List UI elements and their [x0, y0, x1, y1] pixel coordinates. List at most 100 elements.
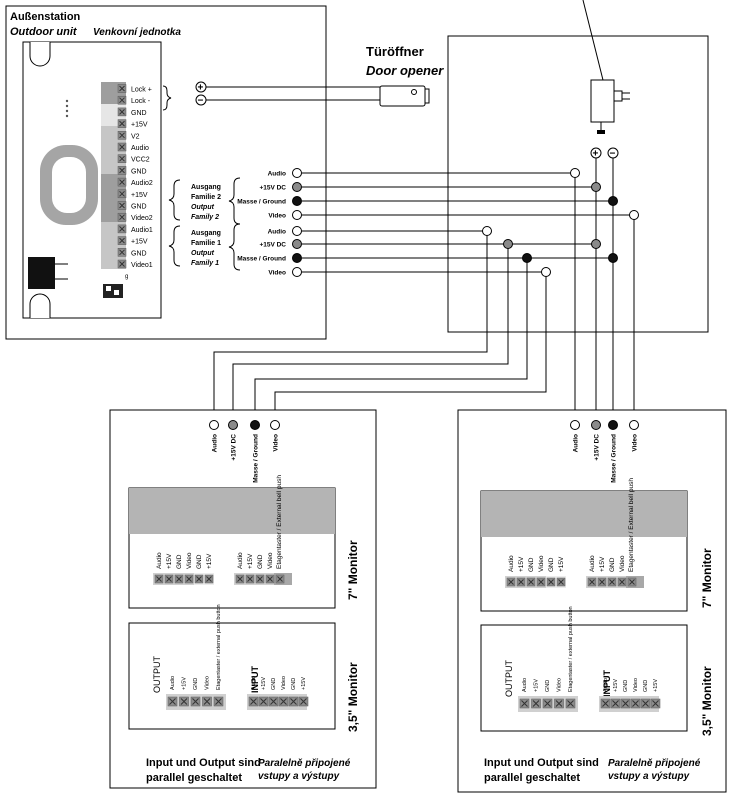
right-note-de-2: parallel geschaltet — [484, 772, 580, 784]
right-m35-screw — [630, 698, 641, 709]
svg-text:+: + — [198, 83, 204, 94]
svg-text:Output: Output — [191, 250, 215, 257]
svg-text:Output: Output — [191, 204, 215, 211]
left-m7-screw — [164, 574, 174, 584]
svg-text:Familie 2: Familie 2 — [191, 194, 221, 201]
right-m7-screw — [546, 577, 556, 587]
right-m7-terminal-label: +15V — [558, 556, 565, 572]
right-wire-label: +15V DC — [594, 434, 601, 461]
right-m35-in-label: GND — [643, 680, 649, 692]
right-m35-screw — [531, 698, 541, 709]
left-m35-out-label: +15V — [182, 677, 188, 690]
left-m7-screw — [255, 574, 265, 584]
outdoor-screw-terminal — [117, 224, 127, 234]
power-supply-box — [447, 35, 709, 333]
output-signal-label: Masse / Ground — [237, 256, 286, 263]
left-note-cz-1: Paralelně připojené — [258, 758, 351, 769]
right-m35-in-label: +15V — [613, 679, 619, 692]
outdoor-title-de: Außenstation — [10, 11, 81, 23]
door-opener-label-de: Türöffner — [366, 44, 424, 59]
outdoor-terminal-label: V2 — [131, 133, 140, 140]
left-m7-terminal-label: Etagentaster / External bell push — [276, 475, 283, 569]
right-monitor35-panel — [480, 624, 688, 732]
junction-terminal — [629, 210, 639, 220]
outdoor-screw-terminal — [117, 95, 127, 105]
junction-terminal — [591, 182, 601, 192]
outdoor-screw-terminal — [117, 84, 127, 93]
right-m7-terminal-label: Audio — [589, 555, 596, 572]
left-m35-out-label: Audio — [170, 676, 176, 690]
right-m35-screw — [620, 698, 631, 709]
right-m35-screw — [650, 698, 661, 709]
outdoor-title-en: Outdoor unit — [10, 26, 78, 38]
output-terminal — [292, 239, 302, 249]
outdoor-terminal-label: +15V — [131, 192, 148, 199]
left-m7-screw — [154, 574, 164, 584]
right-m35-screw — [600, 698, 611, 709]
left-note-de-1: Input und Output sind — [146, 757, 261, 769]
outdoor-terminal-label: Audio — [131, 145, 149, 152]
right-m35-out-label: Audio — [522, 678, 528, 692]
right-m35-in-label: Audio — [603, 678, 609, 692]
output-terminal — [292, 226, 302, 236]
left-m7-terminal-label: +15V — [247, 553, 254, 569]
right-m7-screw — [556, 577, 566, 587]
right-wire-terminal — [591, 420, 601, 430]
right-output-label: OUTPUT — [504, 660, 514, 698]
outdoor-terminal-label: Audio1 — [131, 227, 153, 234]
right-m7-screw — [536, 577, 546, 587]
right-m7-terminal-label: GND — [528, 557, 535, 572]
left-m35-screw — [268, 696, 279, 707]
left-wire-terminal — [250, 420, 260, 430]
output-signal-label: Video — [268, 270, 286, 277]
right-m7-screw — [506, 577, 516, 587]
right-m7-terminal-label: +15V — [599, 556, 606, 572]
outdoor-terminal-label: VCC2 — [131, 157, 150, 164]
left-m7-terminal-label: GND — [257, 554, 264, 569]
right-m35-screw — [554, 698, 564, 709]
output-signal-label: Audio — [268, 171, 286, 178]
left-wire-label: Audio — [212, 434, 219, 452]
outdoor-terminal-label: Audio2 — [131, 180, 153, 187]
outdoor-terminal-label: Video1 — [131, 262, 153, 269]
outdoor-screw-terminal — [117, 154, 127, 163]
left-m35-screw — [202, 696, 212, 707]
left-monitor35-title: 3,5" Monitor — [346, 662, 360, 732]
svg-text:Familie 1: Familie 1 — [191, 240, 221, 247]
right-m35-screw — [519, 698, 530, 709]
right-m7-screw — [607, 577, 617, 587]
svg-text:Family 1: Family 1 — [191, 260, 219, 267]
right-m7-terminal-label: +15V — [518, 556, 525, 572]
left-m7-terminal-label: Video — [186, 552, 193, 569]
right-wire-terminal — [608, 420, 618, 430]
left-monitor35-panel — [128, 622, 336, 730]
outdoor-terminal-label: GND — [131, 204, 147, 211]
left-m7-screw — [245, 574, 255, 584]
outdoor-screw-terminal — [117, 131, 127, 140]
left-output-label: OUTPUT — [152, 656, 162, 694]
outdoor-terminal-label: Lock - — [131, 98, 151, 105]
svg-text:−: − — [198, 96, 204, 107]
left-wire-label: +15V DC — [231, 434, 238, 461]
junction-terminal — [503, 239, 513, 249]
right-wire-label: Audio — [573, 434, 580, 452]
left-m35-screw — [248, 696, 259, 707]
output-family-2-bracket: Ausgang Familie 2 Output Family 2 — [168, 177, 241, 225]
left-monitor7-title: 7" Monitor — [346, 540, 360, 600]
left-m35-out-label: Video — [205, 676, 211, 690]
right-m35-out-label: Video — [557, 678, 563, 692]
left-m35-in-label: GND — [271, 678, 277, 690]
left-m35-screw — [190, 696, 201, 707]
left-m35-in-label: +15V — [301, 677, 307, 690]
output-signal-label: Video — [268, 213, 286, 220]
left-m35-screw — [298, 696, 309, 707]
junction-terminal — [541, 267, 551, 277]
outdoor-screw-terminal — [117, 107, 127, 117]
junction-terminal — [482, 226, 492, 236]
power-adapter-icon — [590, 79, 630, 134]
left-m7-screw — [204, 574, 214, 584]
left-m35-screw — [213, 696, 224, 707]
output-signal-label: Audio — [268, 229, 286, 236]
outdoor-terminal-label: GND — [131, 250, 147, 257]
output-terminal — [292, 210, 302, 220]
